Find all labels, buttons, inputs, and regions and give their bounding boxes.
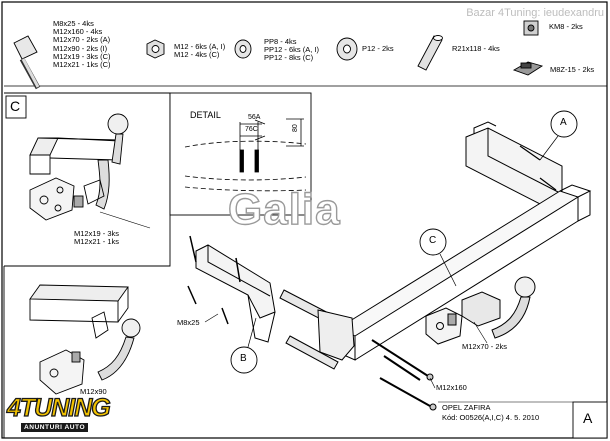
callout-c-circle — [419, 228, 447, 256]
callout-b: B — [240, 353, 247, 364]
clip-nut-spec: M8Z-15 - 2ks — [550, 65, 595, 74]
spacer-spec: R21x118 - 4ks — [452, 44, 500, 53]
washer-icon — [234, 39, 252, 59]
washer-spec: PP12 - 6ks (A, I) — [264, 45, 320, 55]
large-washer-icon — [336, 37, 358, 61]
footer-code: Kód: O0526(A,I,C) 4. 5. 2010 — [442, 413, 540, 422]
cage-nut-icon — [523, 20, 539, 36]
callout-m12x160: M12x160 — [436, 383, 467, 392]
washer-spec: PP8 - 4ks — [264, 37, 297, 46]
callout-a: A — [560, 117, 567, 128]
brand-mark: Galia — [227, 185, 341, 234]
logo-main-text: 4TUNING — [6, 393, 111, 422]
tow-bar-assembly — [187, 121, 592, 411]
watermark-text: Bazar 4Tuning: ieudexandru — [466, 7, 604, 19]
bolt-icon — [13, 35, 41, 90]
bolt-spec: M12x21 - 1ks (C) — [53, 59, 111, 69]
spacer-tube-icon — [417, 35, 443, 71]
bolt-spec: M12x160 - 4ks — [53, 27, 103, 37]
sheet-box — [572, 401, 608, 439]
bolt-spec: M8x25 - 4ks — [53, 19, 94, 28]
nut-spec: M12 - 4ks (C) — [174, 50, 220, 60]
bolt-spec: M12x19 - 3ks (C) — [53, 51, 111, 61]
nut-list: M12 - 6ks (A, I) M12 - 4ks (C) — [174, 42, 226, 60]
nut-icon — [146, 39, 165, 59]
nut-spec: M12 - 6ks (A, I) — [174, 42, 226, 51]
panel-c-bottom-label: M12x90 — [80, 387, 107, 396]
detail-drawing — [184, 118, 307, 192]
bolt-list: M8x25 - 4ks M12x160 - 4ks M12x70 - 2ks (… — [53, 19, 111, 69]
callout-m12x70: M12x70 - 2ks — [462, 342, 508, 351]
tow-bar-lower-view — [29, 284, 141, 395]
panel-c-letter-box — [5, 95, 27, 119]
panel-c-bolt-spec: M12x19 - 3ks — [74, 229, 120, 238]
washer-list: PP8 - 4ks PP12 - 6ks (A, I) PP12 - 8ks (… — [264, 37, 320, 63]
footer-sheet-letter: A — [583, 410, 593, 426]
logo-4tuning: 4TUNING ANUNTURI AUTO — [5, 393, 123, 438]
footer-model: OPEL ZAFIRA — [442, 403, 491, 412]
bolt-spec: M12x70 - 2ks (A) — [53, 35, 111, 45]
detail-title: DETAIL — [190, 110, 221, 120]
logo-sub-text: ANUNTURI AUTO — [21, 423, 89, 432]
panel-c-bolt-spec: M12x21 - 1ks — [74, 237, 120, 247]
washer-p12-spec: P12 - 2ks — [362, 44, 394, 53]
clip-nut-icon — [512, 61, 544, 76]
cage-nut-spec: KM8 - 2ks — [549, 22, 583, 31]
panel-c-letter: C — [10, 98, 21, 114]
washer-spec: PP12 - 8ks (C) — [264, 53, 314, 63]
bolt-spec: M12x90 - 2ks (I) — [53, 43, 108, 53]
callout-c: C — [429, 235, 437, 246]
callout-b-circle — [230, 346, 258, 374]
callout-a-circle — [550, 110, 578, 138]
dim-80: 80 — [292, 124, 299, 132]
dim-76c: 76C — [245, 126, 258, 133]
panel-c-bolt-list: M12x19 - 3ks M12x21 - 1ks — [74, 229, 120, 247]
dim-56a: 56A — [248, 114, 261, 121]
callout-m8x25: M8x25 — [177, 318, 200, 327]
tow-bar-detachable-view — [29, 113, 129, 221]
